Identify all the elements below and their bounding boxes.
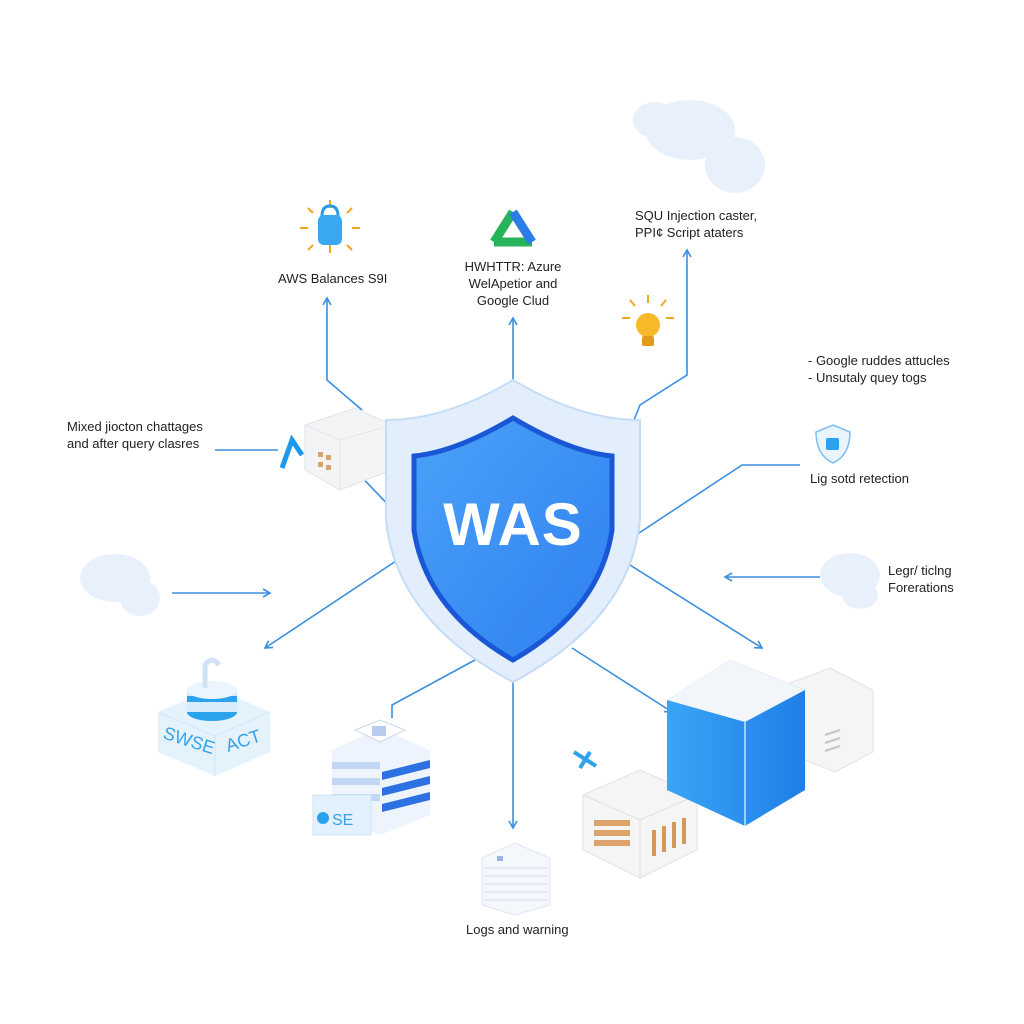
- sql-injection-label: SQU Injection caster, PPI¢ Script atater…: [635, 207, 757, 241]
- card-label: SE: [332, 812, 353, 829]
- label-line: Google Clud: [476, 293, 550, 308]
- connector-lig: [635, 464, 800, 536]
- x-mark-icon: [572, 750, 598, 770]
- label-line: HWHTTR: Azure: [464, 259, 562, 274]
- cloud-storage-cube-icon: [667, 660, 874, 826]
- was-title: WAS: [443, 491, 583, 558]
- server-stack-icon: SE: [312, 719, 430, 836]
- label-line: Legr/ ticlng: [888, 563, 952, 578]
- arrow-up-icon: [279, 434, 305, 469]
- database-lock-icon: SWSE ACT: [157, 657, 271, 776]
- legr-label: Legr/ ticlng Forerations: [888, 562, 954, 596]
- label-line: Mixed jiocton chattages: [67, 419, 203, 434]
- cloud-providers-label: HWHTTR: Azure WelApetior and Google Clud: [448, 258, 578, 309]
- connector-sql: [629, 248, 692, 431]
- connectors: [172, 248, 820, 830]
- small-shield-icon: [815, 424, 851, 464]
- was-shield: [385, 378, 641, 684]
- label-line: WelApetior and: [468, 276, 558, 291]
- connector-db-left: [263, 554, 406, 649]
- label-line: and after query clasres: [67, 436, 200, 451]
- mixed-injection-label: Mixed jiocton chattages and after query …: [67, 418, 203, 452]
- connector-server: [391, 659, 476, 718]
- lightbulb-icon: [622, 295, 674, 346]
- logs-document-icon: [481, 842, 551, 916]
- cloud-icon: [80, 554, 160, 616]
- label-line: SQU Injection caster,: [635, 208, 758, 223]
- label-line: Forerations: [888, 580, 954, 595]
- lig-detection-label: Lig sotd retection: [810, 471, 910, 486]
- connector-aws: [322, 296, 363, 411]
- connector-boxes: [571, 647, 674, 713]
- label-line: - Unsutaly quey togs: [808, 370, 927, 385]
- connector-cube: [629, 564, 764, 649]
- google-attacks-label: - Google ruddes attucles - Unsutaly quey…: [808, 352, 950, 386]
- cloud-provider-logo-icon: [490, 209, 536, 247]
- server-box-icon: [279, 407, 393, 491]
- logs-warning-label: Logs and warning: [466, 922, 569, 937]
- lock-icon: [300, 200, 360, 253]
- aws-label: AWS Balances S9I: [278, 271, 388, 286]
- label-line: - Google ruddes attucles: [808, 353, 950, 368]
- label-line: PPI¢ Script ataters: [635, 225, 744, 240]
- cloud-icon: [820, 553, 880, 609]
- storage-crate-icon: [572, 750, 698, 879]
- cloud-icon: [633, 100, 765, 193]
